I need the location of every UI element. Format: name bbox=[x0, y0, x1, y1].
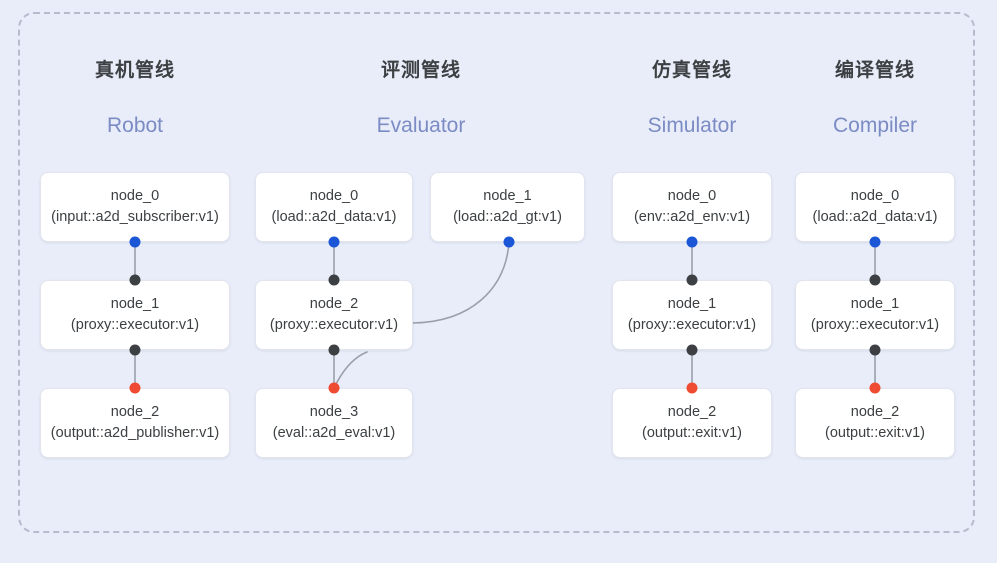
column-subtitle-evaluator: Evaluator bbox=[376, 114, 466, 137]
column-title-simulator: 仿真管线 bbox=[651, 60, 732, 81]
node-name: node_0 bbox=[850, 188, 900, 204]
node-spec: (input::a2d_subscriber:v1) bbox=[51, 209, 219, 225]
port-input-simulator-1[interactable] bbox=[686, 274, 698, 286]
port-output-compiler-1[interactable] bbox=[869, 344, 881, 356]
port-output-compiler-0[interactable] bbox=[869, 236, 881, 248]
edge-executor-to-eval bbox=[334, 351, 368, 387]
node-simulator-0[interactable]: node_0 (env::a2d_env:v1) bbox=[612, 172, 772, 242]
node-robot-1[interactable]: node_1 (proxy::executor:v1) bbox=[40, 280, 230, 350]
port-input-evaluator-2[interactable] bbox=[328, 274, 340, 286]
node-spec: (env::a2d_env:v1) bbox=[633, 209, 751, 225]
column-header-robot: 真机管线 Robot bbox=[35, 58, 235, 140]
port-output-robot-0[interactable] bbox=[129, 236, 141, 248]
node-simulator-1[interactable]: node_1 (proxy::executor:v1) bbox=[612, 280, 772, 350]
port-input-evaluator-3[interactable] bbox=[328, 382, 340, 394]
column-title-robot: 真机管线 bbox=[94, 60, 175, 81]
node-spec: (eval::a2d_eval:v1) bbox=[272, 425, 396, 441]
node-spec: (load::a2d_gt:v1) bbox=[453, 209, 562, 225]
node-name: node_1 bbox=[483, 188, 532, 204]
node-name: node_2 bbox=[667, 404, 717, 420]
column-header-evaluator: 评测管线 Evaluator bbox=[321, 58, 521, 140]
node-compiler-0[interactable]: node_0 (load::a2d_data:v1) bbox=[795, 172, 955, 242]
column-title-evaluator: 评测管线 bbox=[380, 60, 461, 81]
column-subtitle-robot: Robot bbox=[106, 114, 164, 137]
node-spec: (load::a2d_data:v1) bbox=[812, 209, 938, 225]
port-output-simulator-1[interactable] bbox=[686, 344, 698, 356]
node-spec: (proxy::executor:v1) bbox=[269, 317, 399, 333]
node-evaluator-0[interactable]: node_0 (load::a2d_data:v1) bbox=[255, 172, 413, 242]
edge-gt-to-executor bbox=[412, 242, 510, 324]
node-name: node_0 bbox=[110, 188, 160, 204]
node-spec: (proxy::executor:v1) bbox=[627, 317, 757, 333]
node-robot-2[interactable]: node_2 (output::a2d_publisher:v1) bbox=[40, 388, 230, 458]
node-name: node_1 bbox=[667, 296, 717, 312]
port-output-evaluator-gt[interactable] bbox=[503, 236, 515, 248]
port-input-robot-1[interactable] bbox=[129, 274, 141, 286]
node-evaluator-3[interactable]: node_3 (eval::a2d_eval:v1) bbox=[255, 388, 413, 458]
port-input-compiler-1[interactable] bbox=[869, 274, 881, 286]
node-spec: (output::exit:v1) bbox=[825, 425, 925, 441]
column-header-simulator: 仿真管线 Simulator bbox=[592, 58, 792, 140]
node-evaluator-2[interactable]: node_2 (proxy::executor:v1) bbox=[255, 280, 413, 350]
node-name: node_0 bbox=[309, 188, 359, 204]
node-robot-0[interactable]: node_0 (input::a2d_subscriber:v1) bbox=[40, 172, 230, 242]
node-name: node_2 bbox=[309, 296, 359, 312]
port-output-evaluator-2[interactable] bbox=[328, 344, 340, 356]
node-spec: (output::a2d_publisher:v1) bbox=[50, 425, 220, 441]
node-spec: (proxy::executor:v1) bbox=[70, 317, 200, 333]
node-name: node_1 bbox=[850, 296, 900, 312]
node-name: node_0 bbox=[667, 188, 717, 204]
node-name: node_1 bbox=[110, 296, 160, 312]
node-name: node_2 bbox=[110, 404, 160, 420]
node-simulator-2[interactable]: node_2 (output::exit:v1) bbox=[612, 388, 772, 458]
port-output-simulator-0[interactable] bbox=[686, 236, 698, 248]
column-subtitle-compiler: Compiler bbox=[832, 114, 918, 137]
node-spec: (proxy::executor:v1) bbox=[810, 317, 940, 333]
column-subtitle-simulator: Simulator bbox=[647, 114, 737, 137]
node-name: node_2 bbox=[850, 404, 900, 420]
port-input-simulator-2[interactable] bbox=[686, 382, 698, 394]
column-title-compiler: 编译管线 bbox=[834, 60, 915, 81]
node-name: node_3 bbox=[309, 404, 359, 420]
node-compiler-1[interactable]: node_1 (proxy::executor:v1) bbox=[795, 280, 955, 350]
node-spec: (load::a2d_data:v1) bbox=[271, 209, 397, 225]
column-header-compiler: 编译管线 Compiler bbox=[775, 58, 975, 140]
node-spec: (output::exit:v1) bbox=[642, 425, 742, 441]
port-output-robot-1[interactable] bbox=[129, 344, 141, 356]
node-evaluator-gt[interactable]: node_1 (load::a2d_gt:v1) bbox=[430, 172, 585, 242]
node-compiler-2[interactable]: node_2 (output::exit:v1) bbox=[795, 388, 955, 458]
port-input-compiler-2[interactable] bbox=[869, 382, 881, 394]
port-output-evaluator-0[interactable] bbox=[328, 236, 340, 248]
port-input-robot-2[interactable] bbox=[129, 382, 141, 394]
